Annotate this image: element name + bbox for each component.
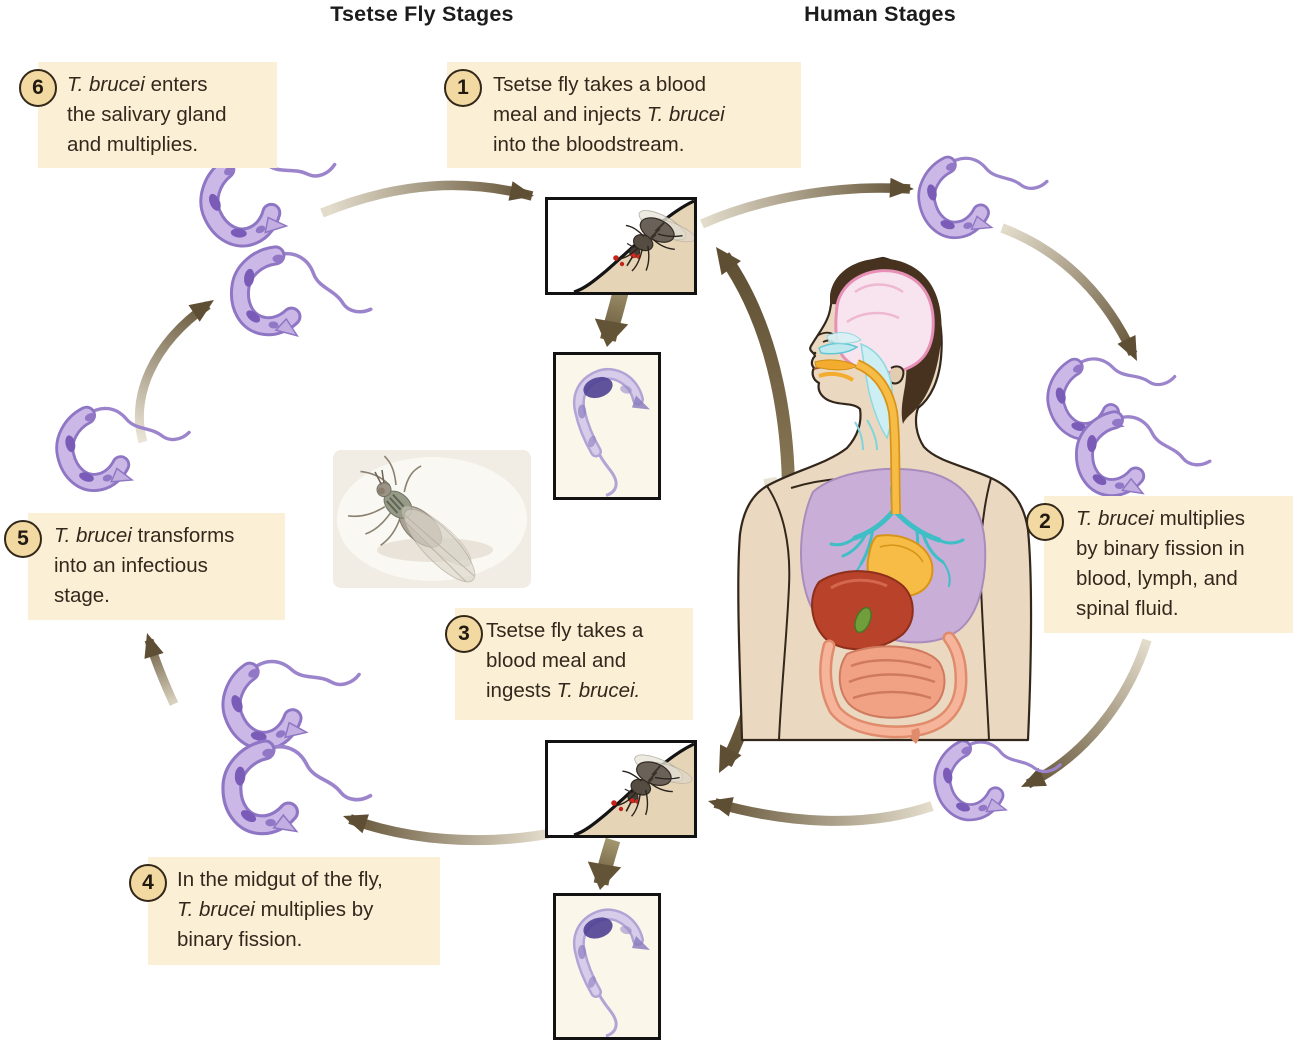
arrow-bite-top-to-human-blood <box>700 177 914 229</box>
tsetse-fly-photo-art <box>333 450 531 588</box>
arrow-bite-bottom-to-midgut <box>343 814 549 846</box>
blood-drop <box>611 800 617 806</box>
stain-patch <box>620 385 632 394</box>
human-figure <box>737 256 1033 744</box>
trypanosome-illustration <box>225 649 366 746</box>
arrow-bite-bottom-to-micrograph <box>587 837 622 890</box>
stain-patch <box>578 404 586 419</box>
step-number-badge: 6 <box>19 69 57 107</box>
arrow-stage6-to-bite-top <box>320 180 534 218</box>
skin-edge-line <box>573 743 694 835</box>
gallbladder <box>854 606 872 634</box>
trypanosome-illustration <box>64 408 189 483</box>
trypanosome-illustration <box>926 158 1047 231</box>
step-number-badge: 5 <box>4 520 42 558</box>
micrograph-art <box>556 896 658 1037</box>
nostril <box>813 351 817 355</box>
fly-bite-art <box>573 200 694 292</box>
liver-highlight <box>830 578 888 590</box>
thorax-stripes <box>385 493 405 514</box>
blood-drop <box>613 255 619 261</box>
trypanosome-micrograph-top <box>553 352 661 500</box>
nasal-cavity <box>818 342 859 355</box>
step-number-badge: 1 <box>444 69 482 107</box>
parasite-body-inner <box>575 911 642 996</box>
descending-colon <box>910 727 920 744</box>
stain-patch <box>588 976 596 988</box>
tsetse-fly-body <box>348 455 476 583</box>
human-stages-heading: Human Stages <box>804 2 956 26</box>
blood-drop <box>619 261 625 267</box>
parasite-tip <box>632 395 650 410</box>
trypanosome-micrograph-bottom <box>553 893 661 1040</box>
arrow-stage1-to-stage2 <box>1000 223 1138 361</box>
step-number-badge: 3 <box>445 615 483 653</box>
human-brain <box>834 269 935 374</box>
flagellum <box>596 991 618 1037</box>
nucleus <box>583 376 613 399</box>
parasite-tip <box>632 936 650 950</box>
micrograph-art <box>556 355 658 497</box>
fly-bite-illustration-top <box>545 197 697 295</box>
arrow-stage2-to-stage3 <box>1021 638 1152 789</box>
stain-patch <box>620 925 632 935</box>
skin-edge-line <box>573 200 694 292</box>
intestine-loops <box>848 659 936 700</box>
fly-bite-illustration-bottom <box>545 740 697 838</box>
step-4-text: In the midgut of the fly,T. brucei multi… <box>177 868 383 951</box>
tsetse-fly-photo <box>333 450 531 588</box>
wing-veins <box>404 515 475 582</box>
arrow-stage5-to-stage6 <box>134 300 214 444</box>
trypanosome-illustration <box>229 240 380 359</box>
tsetse-fly-stages-heading: Tsetse Fly Stages <box>330 2 514 26</box>
fly-bite-art <box>573 743 694 835</box>
mouth-floor <box>818 371 855 382</box>
stomach-curve <box>879 544 924 563</box>
stain-patch <box>588 435 596 448</box>
stain-patch <box>578 945 586 959</box>
nucleus <box>583 917 613 939</box>
arrow-stage4-to-stage5 <box>144 633 179 706</box>
step-4-callout: 4 In the midgut of the fly,T. brucei mul… <box>129 857 440 965</box>
arrow-human-blood-to-bite-bottom <box>708 797 934 826</box>
colon <box>821 634 966 736</box>
small-intestine <box>838 645 946 719</box>
parasite-body-inner <box>575 370 642 455</box>
step-number-badge: 4 <box>129 864 167 902</box>
sinus <box>826 332 862 344</box>
fly-legs <box>348 455 422 546</box>
brain-folds <box>846 283 904 324</box>
step-number-badge: 2 <box>1026 503 1064 541</box>
human-ear <box>888 365 905 385</box>
fly-antennae <box>374 469 385 485</box>
trypanosome-illustration <box>223 736 377 850</box>
neck-vessels <box>854 419 878 451</box>
fly-eye <box>377 487 385 495</box>
flagellum <box>596 450 618 497</box>
blood-drop <box>618 806 624 812</box>
esophagus <box>855 360 900 515</box>
